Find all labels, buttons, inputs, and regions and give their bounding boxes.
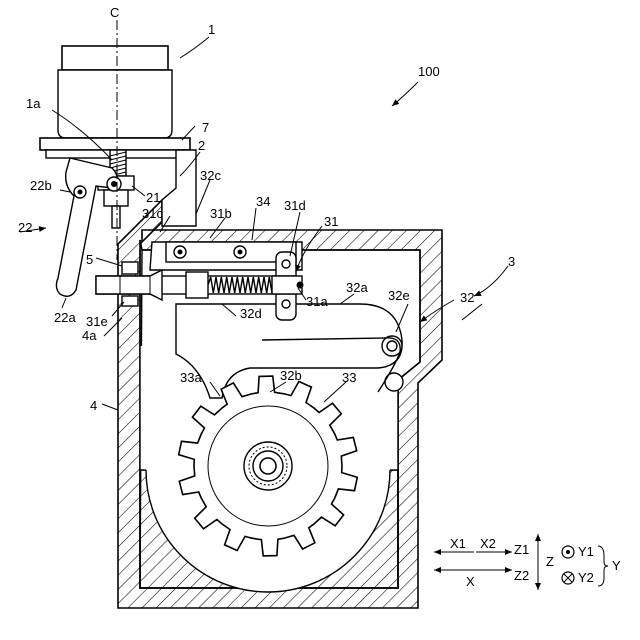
label-33: 33 bbox=[342, 370, 356, 385]
legend-x1: X1 bbox=[450, 536, 466, 551]
label-22: 22 bbox=[18, 220, 32, 235]
label-1a: 1a bbox=[26, 96, 41, 111]
label-1: 1 bbox=[208, 22, 215, 37]
legend-y2: Y2 bbox=[578, 570, 594, 585]
spring-seat bbox=[186, 272, 208, 298]
label-32e: 32e bbox=[388, 288, 410, 303]
actuator-body bbox=[58, 70, 172, 138]
label-32a: 32a bbox=[346, 280, 368, 295]
legend-z1: Z1 bbox=[514, 542, 529, 557]
label-31: 31 bbox=[324, 214, 338, 229]
coordinate-legend: X1 X2 X Z1 Z2 Z Y1 Y2 Y bbox=[434, 534, 621, 590]
label-31e: 31e bbox=[86, 314, 108, 329]
legend-x: X bbox=[466, 574, 475, 589]
mounting-plate bbox=[40, 138, 190, 150]
label-31b: 31b bbox=[210, 206, 232, 221]
label-2: 2 bbox=[198, 138, 205, 153]
label-32b: 32b bbox=[280, 368, 302, 383]
label-31c: 31c bbox=[142, 206, 163, 221]
ring-31e bbox=[122, 296, 138, 306]
legend-y1: Y1 bbox=[578, 544, 594, 559]
label-5: 5 bbox=[86, 252, 93, 267]
bracket bbox=[162, 150, 196, 226]
legend-z: Z bbox=[546, 554, 554, 569]
label-32: 32 bbox=[460, 290, 474, 305]
label-21: 21 bbox=[146, 190, 160, 205]
label-22a: 22a bbox=[54, 310, 76, 325]
legend-x2: X2 bbox=[480, 536, 496, 551]
actuator-cap bbox=[62, 46, 168, 70]
label-22b: 22b bbox=[30, 178, 52, 193]
label-center-axis: C bbox=[110, 5, 119, 20]
label-32d: 32d bbox=[240, 306, 262, 321]
label-32c: 32c bbox=[200, 168, 221, 183]
legend-z2: Z2 bbox=[514, 568, 529, 583]
label-31d: 31d bbox=[284, 198, 306, 213]
legend-y: Y bbox=[612, 558, 621, 573]
label-34: 34 bbox=[256, 194, 270, 209]
ring-5 bbox=[122, 262, 138, 274]
label-33a: 33a bbox=[180, 370, 202, 385]
label-3: 3 bbox=[508, 254, 515, 269]
label-7: 7 bbox=[202, 120, 209, 135]
label-4: 4 bbox=[90, 398, 97, 413]
drive-rod bbox=[112, 206, 120, 228]
label-31a: 31a bbox=[306, 294, 328, 309]
label-100: 100 bbox=[418, 64, 440, 79]
label-4a: 4a bbox=[82, 328, 97, 343]
